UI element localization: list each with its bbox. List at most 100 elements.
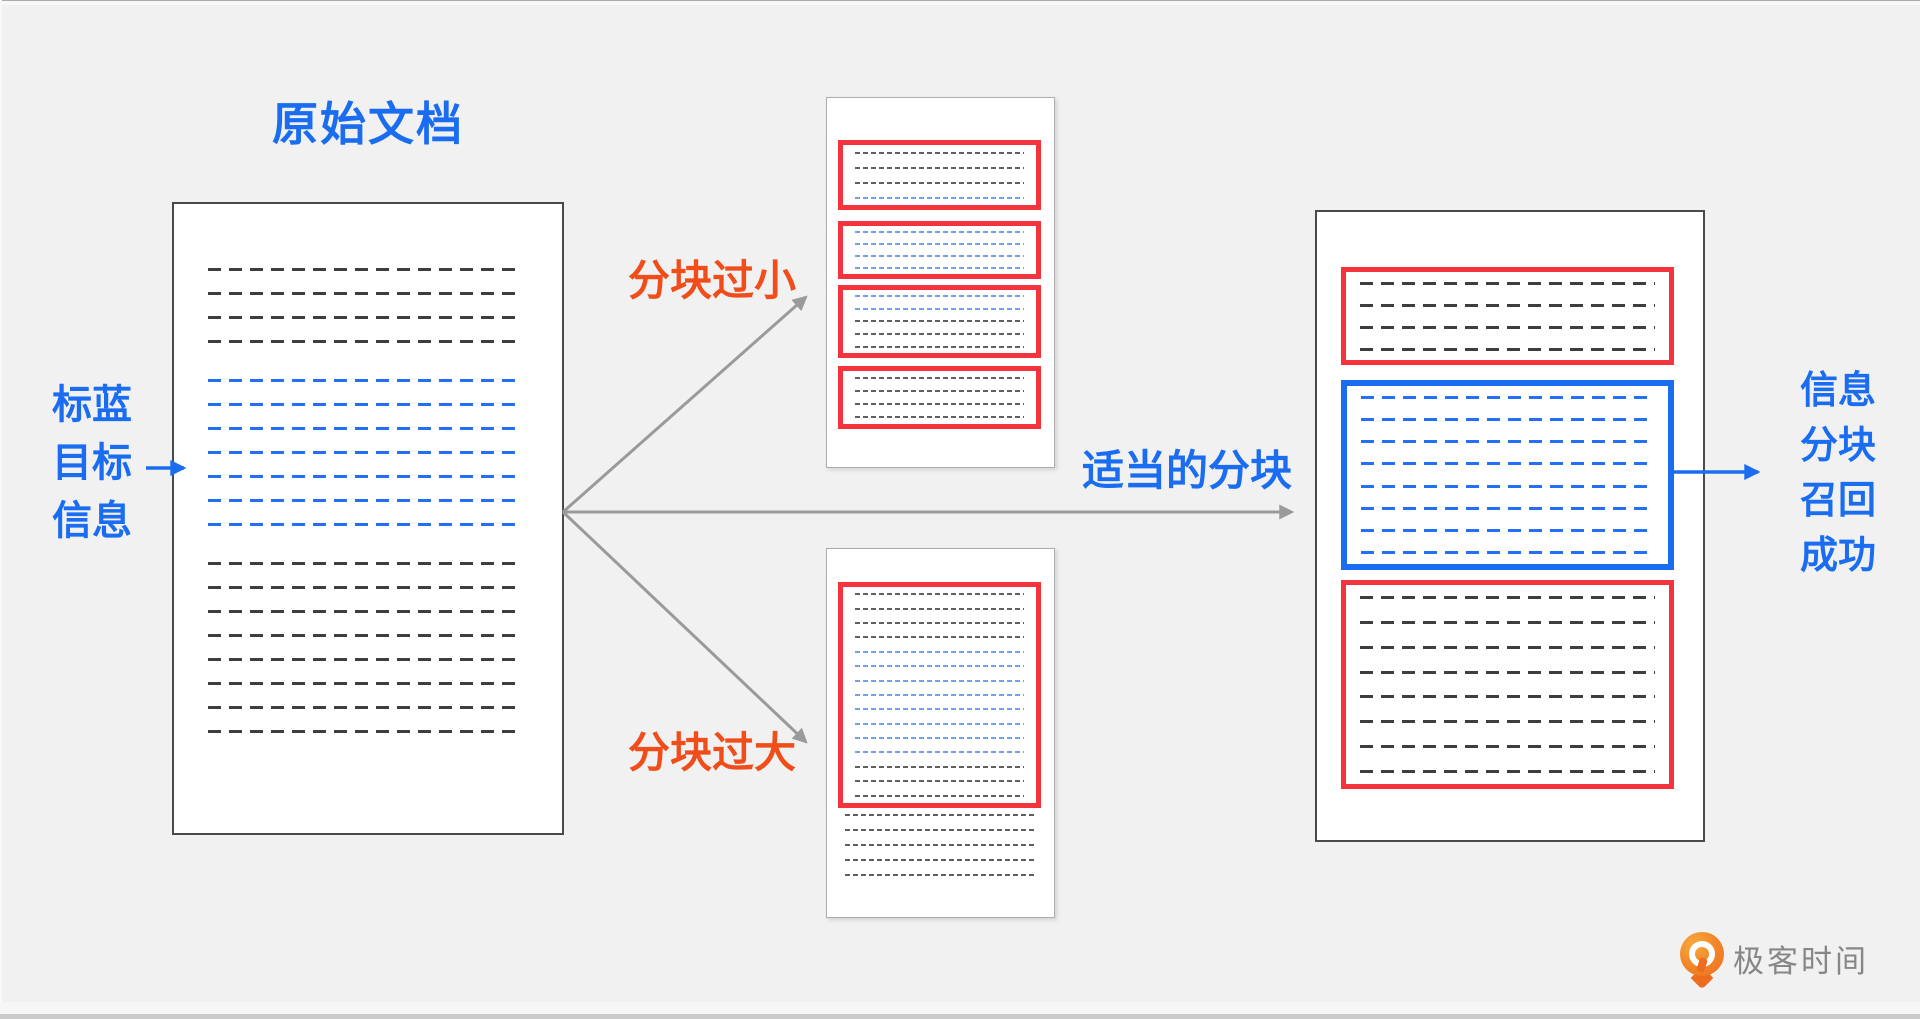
viewer-top-border [0, 0, 1920, 1]
small-chunk-1 [838, 140, 1041, 210]
page-title: 原始文档 [272, 98, 464, 150]
dashed-text-line [855, 320, 1024, 323]
dashed-text-line [855, 708, 1024, 711]
dashed-text-line [855, 255, 1024, 257]
dashed-text-line [855, 636, 1024, 639]
dashed-text-line [845, 859, 1036, 861]
left-annotation-target-info: 标蓝目标信息 [36, 376, 148, 550]
dashed-text-line [855, 722, 1024, 725]
dashed-text-line [855, 333, 1024, 336]
dashed-text-line [208, 379, 518, 382]
arrow-to-too-small [562, 295, 808, 514]
result-page [1315, 210, 1705, 842]
dashed-text-line [1360, 745, 1655, 749]
dashed-text-line [1361, 395, 1654, 399]
label-appropriate-chunking: 适当的分块 [1081, 447, 1292, 494]
dashed-text-line [855, 243, 1024, 245]
dashed-text-line [1360, 325, 1655, 329]
label-chunks-too-large: 分块过大 [627, 729, 796, 776]
dashed-text-line [1360, 720, 1655, 724]
too-large-chunks-page [826, 548, 1055, 918]
small-chunk-4 [838, 366, 1041, 429]
label-line: 分块 [1799, 425, 1876, 467]
dashed-text-line [855, 679, 1024, 682]
result-chunk-bottom [1341, 580, 1674, 789]
dashed-text-line [845, 844, 1036, 846]
dashed-text-line [845, 874, 1036, 876]
dashed-text-line [1360, 595, 1655, 599]
dashed-text-line [1360, 281, 1655, 285]
dashed-text-line [208, 682, 518, 685]
dashed-text-line [208, 292, 518, 295]
dashed-text-line [208, 658, 518, 661]
dashed-text-line [855, 403, 1024, 406]
dashed-text-line [208, 586, 518, 589]
dashed-text-line [855, 665, 1024, 668]
dashed-text-line [1361, 506, 1654, 510]
geektime-logo-text: 极客时间 [1733, 943, 1869, 979]
right-annotation-recall-success: 信息分块召回成功 [1783, 364, 1893, 584]
dashed-text-line [1360, 695, 1655, 699]
dashed-text-line [1360, 303, 1655, 307]
dashed-text-line [855, 416, 1024, 419]
dashed-text-line [1360, 670, 1655, 674]
oversized-chunk [838, 582, 1041, 808]
dashed-text-line [1361, 417, 1654, 421]
dashed-text-line [208, 523, 518, 526]
dashed-text-line [208, 403, 518, 406]
dashed-text-line [208, 730, 518, 733]
label-chunks-too-small: 分块过小 [627, 257, 796, 304]
viewer-top-strip [0, 1, 1920, 5]
dashed-text-line [855, 295, 1024, 298]
small-chunk-2 [838, 221, 1041, 279]
dashed-text-line [855, 181, 1024, 184]
dashed-text-line [208, 610, 518, 613]
dashed-text-line [855, 621, 1024, 624]
dashed-text-line [1360, 620, 1655, 624]
dashed-text-line [208, 316, 518, 319]
dashed-text-line [855, 307, 1024, 310]
dashed-text-line [855, 389, 1024, 392]
arrow-to-too-large [561, 510, 808, 744]
dashed-text-line [1361, 551, 1654, 555]
original-document-page [172, 202, 564, 835]
text-line-group [208, 379, 518, 526]
label-line: 标蓝 [52, 383, 132, 427]
dashed-text-line [208, 562, 518, 565]
dashed-text-line [1360, 347, 1655, 351]
dashed-text-line [855, 151, 1024, 154]
text-line-group [208, 562, 518, 733]
dashed-text-line [855, 765, 1024, 768]
dashed-text-line [855, 231, 1024, 233]
dashed-text-line [855, 693, 1024, 696]
dashed-text-line [855, 780, 1024, 783]
dashed-text-line [845, 829, 1036, 831]
viewer-bottom-strip [0, 1002, 1920, 1014]
small-chunk-3 [838, 285, 1041, 358]
viewer-left-strip [0, 0, 2, 1019]
dashed-text-line [208, 427, 518, 430]
label-line: 成功 [1799, 535, 1876, 577]
dashed-text-line [208, 634, 518, 637]
result-chunk-top [1341, 267, 1674, 365]
document-text-rows [208, 268, 518, 733]
geektime-watermark: 极客时间 [1680, 930, 1920, 990]
label-line: 目标 [52, 441, 132, 485]
label-line: 信息 [1799, 370, 1876, 412]
dashed-text-line [855, 267, 1024, 269]
dashed-text-line [208, 706, 518, 709]
dashed-text-line [855, 650, 1024, 653]
unchunked-text-rows [845, 814, 1036, 876]
viewer-bottom-border [0, 1014, 1920, 1019]
dashed-text-line [1361, 484, 1654, 488]
dashed-text-line [855, 376, 1024, 379]
dashed-text-line [855, 607, 1024, 610]
too-small-chunks-page [826, 97, 1055, 468]
dashed-text-line [1360, 770, 1655, 774]
dashed-text-line [208, 499, 518, 502]
dashed-text-line [855, 794, 1024, 797]
result-chunk-target [1341, 380, 1674, 570]
dashed-text-line [1361, 529, 1654, 533]
label-line: 信息 [52, 499, 132, 543]
